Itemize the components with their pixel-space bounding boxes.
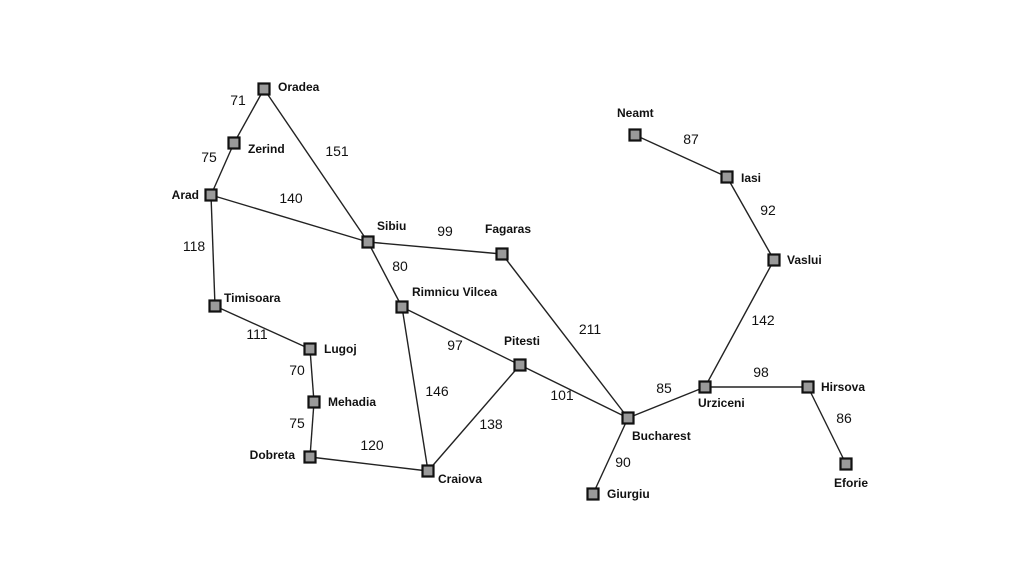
- road-mehadia-dobreta: [309, 401, 315, 458]
- city-node-timisoara: [208, 299, 222, 313]
- city-label-urziceni: Urziceni: [698, 396, 745, 410]
- distance-labels-layer: 71 75 151 140 118 99 80 111 70 75 120 146 97 138 211 10…: [183, 92, 852, 470]
- city-label-dobreta: Dobreta: [250, 448, 296, 462]
- road-arad-sibiu: [210, 194, 369, 243]
- road-bucharest-giurgiu: [592, 417, 629, 495]
- distance-label-lugoj-mehadia: 70: [289, 362, 305, 378]
- road-rimnicu-vilcea-pitesti: [401, 306, 521, 366]
- distance-label-craiova-pitesti: 138: [479, 416, 503, 432]
- city-label-eforie: Eforie: [834, 476, 868, 490]
- distance-label-bucharest-giurgiu: 90: [615, 454, 631, 470]
- roads-layer: [210, 88, 847, 495]
- road-vaslui-iasi: [726, 176, 775, 261]
- road-bucharest-urziceni: [627, 386, 706, 419]
- city-label-neamt: Neamt: [617, 106, 654, 120]
- distance-label-oradea-zerind: 71: [230, 92, 246, 108]
- city-label-zerind: Zerind: [248, 142, 285, 156]
- road-zerind-arad: [210, 142, 235, 196]
- city-node-vaslui: [767, 253, 781, 267]
- city-label-hirsova: Hirsova: [821, 380, 865, 394]
- city-label-bucharest: Bucharest: [632, 429, 691, 443]
- road-rimnicu-vilcea-craiova: [401, 306, 429, 472]
- city-node-iasi: [720, 170, 734, 184]
- distance-label-arad-sibiu: 140: [279, 190, 303, 206]
- city-node-sibiu: [361, 235, 375, 249]
- city-label-vaslui: Vaslui: [787, 253, 822, 267]
- distance-label-fagaras-bucharest: 211: [579, 321, 602, 337]
- city-label-lugoj: Lugoj: [324, 342, 357, 356]
- city-node-hirsova: [801, 380, 815, 394]
- city-node-bucharest: [621, 411, 635, 425]
- city-label-sibiu: Sibiu: [377, 219, 406, 233]
- city-node-dobreta: [303, 450, 317, 464]
- distance-label-bucharest-urziceni: 85: [656, 380, 672, 396]
- distance-label-urziceni-vaslui: 142: [751, 312, 775, 328]
- distance-label-sibiu-fagaras: 99: [437, 223, 453, 239]
- distance-label-rimnicu-vilcea-craiova: 146: [425, 383, 449, 399]
- city-label-rimnicu-vilcea: Rimnicu Vilcea: [412, 285, 497, 299]
- city-node-neamt: [628, 128, 642, 142]
- city-label-oradea: Oradea: [278, 80, 320, 94]
- distance-label-urziceni-hirsova: 98: [753, 364, 769, 380]
- road-hirsova-eforie: [807, 386, 847, 465]
- road-pitesti-bucharest: [519, 364, 629, 419]
- distance-label-zerind-arad: 75: [201, 149, 217, 165]
- city-label-giurgiu: Giurgiu: [607, 487, 650, 501]
- city-label-mehadia: Mehadia: [328, 395, 376, 409]
- city-nodes-layer: [204, 82, 853, 501]
- road-iasi-neamt: [634, 134, 728, 178]
- distance-label-oradea-sibiu: 151: [325, 143, 349, 159]
- road-sibiu-rimnicu-vilcea: [367, 241, 403, 308]
- road-urziceni-vaslui: [704, 259, 775, 388]
- road-oradea-zerind: [233, 88, 265, 144]
- road-lugoj-mehadia: [309, 348, 315, 403]
- city-node-mehadia: [307, 395, 321, 409]
- city-node-fagaras: [495, 247, 509, 261]
- road-timisoara-lugoj: [214, 305, 311, 350]
- city-label-pitesti: Pitesti: [504, 334, 540, 348]
- city-node-giurgiu: [586, 487, 600, 501]
- city-label-iasi: Iasi: [741, 171, 761, 185]
- distance-label-dobreta-craiova: 120: [360, 437, 384, 453]
- city-label-craiova: Craiova: [438, 472, 482, 486]
- distance-label-timisoara-lugoj: 111: [246, 326, 267, 342]
- distance-label-hirsova-eforie: 86: [836, 410, 852, 426]
- distance-label-iasi-neamt: 87: [683, 131, 699, 147]
- city-node-oradea: [257, 82, 271, 96]
- distance-label-arad-timisoara: 118: [183, 238, 206, 254]
- city-node-pitesti: [513, 358, 527, 372]
- distance-label-pitesti-bucharest: 101: [550, 387, 574, 403]
- distance-label-vaslui-iasi: 92: [760, 202, 776, 218]
- city-node-craiova: [421, 464, 435, 478]
- road-craiova-pitesti: [427, 364, 521, 472]
- city-label-fagaras: Fagaras: [485, 222, 531, 236]
- road-arad-timisoara: [210, 194, 216, 307]
- road-oradea-sibiu: [263, 88, 369, 243]
- city-node-lugoj: [303, 342, 317, 356]
- city-node-urziceni: [698, 380, 712, 394]
- road-sibiu-fagaras: [367, 241, 503, 255]
- road-dobreta-craiova: [309, 456, 429, 472]
- distance-label-sibiu-rimnicu-vilcea: 80: [392, 258, 408, 274]
- road-fagaras-bucharest: [501, 253, 629, 419]
- city-node-arad: [204, 188, 218, 202]
- distance-label-rimnicu-vilcea-pitesti: 97: [447, 337, 463, 353]
- distance-label-mehadia-dobreta: 75: [289, 415, 305, 431]
- city-label-timisoara: Timisoara: [224, 291, 281, 305]
- city-node-zerind: [227, 136, 241, 150]
- city-node-rimnicu-vilcea: [395, 300, 409, 314]
- city-node-eforie: [839, 457, 853, 471]
- city-label-arad: Arad: [172, 188, 199, 202]
